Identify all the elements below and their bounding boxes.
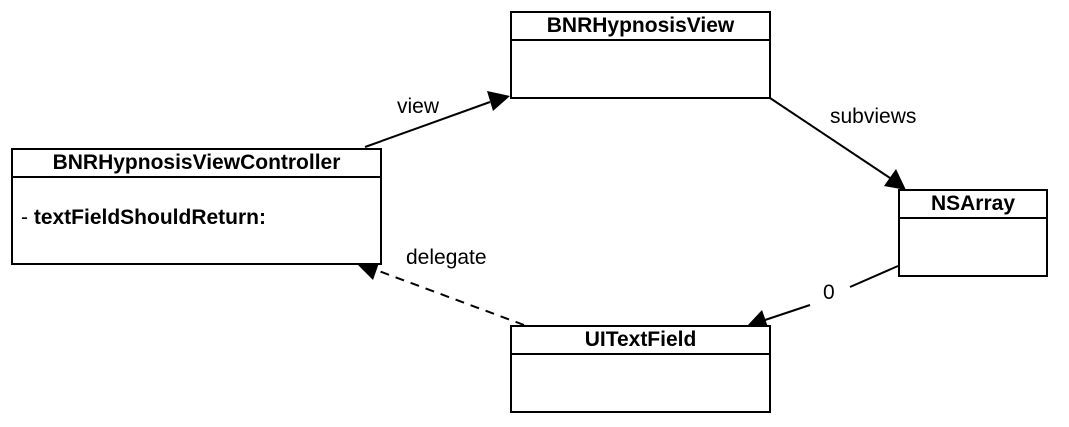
subviews-arrow-line [769, 97, 891, 179]
delegate-arrowhead [357, 260, 380, 280]
subviews-arrowhead [884, 169, 906, 190]
class-name-ns-array: NSArray [900, 191, 1046, 219]
label-delegate: delegate [406, 246, 487, 269]
class-name-text-field: UITextField [512, 327, 769, 355]
label-index-zero: 0 [823, 281, 835, 304]
class-box-hypnosis-view: BNRHypnosisView [510, 11, 771, 99]
method-prefix: - [21, 206, 34, 229]
class-name-view-controller: BNRHypnosisViewController [13, 150, 380, 178]
view-arrowhead [487, 91, 510, 111]
class-box-ns-array: NSArray [898, 189, 1048, 277]
class-name-hypnosis-view: BNRHypnosisView [512, 13, 769, 41]
label-view: view [397, 95, 440, 118]
method-signature: - textFieldShouldReturn: [21, 206, 266, 230]
class-box-view-controller: BNRHypnosisViewController - textFieldSho… [11, 148, 382, 265]
index-zero-arrow-line-upper [849, 265, 899, 288]
index-zero-arrow-line-lower [764, 304, 811, 321]
delegate-arrow-line [375, 269, 525, 326]
view-arrow-line [364, 101, 491, 148]
class-box-text-field: UITextField [510, 325, 771, 413]
method-name-text-field-should-return: textFieldShouldReturn: [33, 206, 266, 229]
label-subviews: subviews [830, 105, 917, 128]
